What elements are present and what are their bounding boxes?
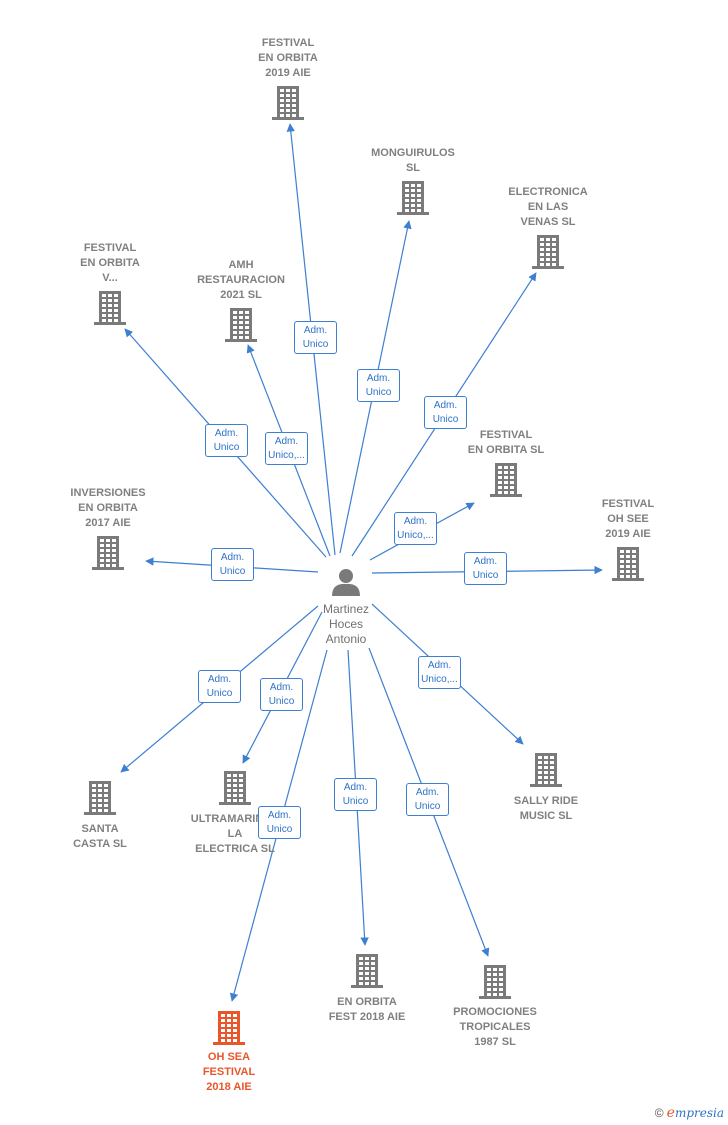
building-icon[interactable]: [272, 86, 304, 120]
role-badge-festival-orbita-v[interactable]: Adm. Unico: [205, 424, 248, 457]
building-icon[interactable]: [219, 771, 251, 805]
building-icon[interactable]: [84, 781, 116, 815]
role-badge-festival-oh-see[interactable]: Adm. Unico: [464, 552, 507, 585]
building-icon[interactable]: [94, 291, 126, 325]
role-badge-oh-sea-festival[interactable]: Adm. Unico: [258, 806, 301, 839]
role-badge-monguirulos[interactable]: Adm. Unico: [357, 369, 400, 402]
role-badge-sally-ride[interactable]: Adm. Unico,...: [418, 656, 461, 689]
role-badge-promociones-tropicales[interactable]: Adm. Unico: [406, 783, 449, 816]
center-person-label[interactable]: Martinez Hoces Antonio: [322, 602, 369, 646]
role-badge-ultramarinos[interactable]: Adm. Unico: [260, 678, 303, 711]
company-label-festival-oh-see[interactable]: FESTIVAL OH SEE 2019 AIE: [601, 498, 655, 540]
company-label-ultramarinos[interactable]: ULTRAMARINOS LA ELECTRICA SL: [190, 813, 280, 855]
role-badge-en-orbita-fest[interactable]: Adm. Unico: [334, 778, 377, 811]
person-icon[interactable]: [332, 569, 360, 596]
company-label-santa-casta[interactable]: SANTA CASTA SL: [73, 823, 127, 850]
role-badge-festival-orbita-2019[interactable]: Adm. Unico: [294, 321, 337, 354]
building-icon[interactable]: [351, 954, 383, 988]
building-icon[interactable]: [532, 235, 564, 269]
building-icon[interactable]: [225, 308, 257, 342]
company-label-oh-sea-festival[interactable]: OH SEA FESTIVAL 2018 AIE: [202, 1051, 256, 1093]
role-badge-santa-casta[interactable]: Adm. Unico: [198, 670, 241, 703]
building-icon[interactable]: [530, 753, 562, 787]
role-badge-amh-restauracion[interactable]: Adm. Unico,...: [265, 432, 308, 465]
company-label-monguirulos[interactable]: MONGUIRULOS SL: [371, 147, 455, 174]
company-label-sally-ride[interactable]: SALLY RIDE MUSIC SL: [513, 795, 579, 822]
company-label-amh-restauracion[interactable]: AMH RESTAURACION 2021 SL: [197, 259, 285, 301]
building-icon[interactable]: [612, 547, 644, 581]
building-icon[interactable]: [479, 965, 511, 999]
brand-initial: e: [666, 1105, 675, 1121]
role-badge-inversiones-orbita[interactable]: Adm. Unico: [211, 548, 254, 581]
company-label-electronica-venas[interactable]: ELECTRONICA EN LAS VENAS SL: [508, 186, 588, 228]
company-label-festival-orbita-2019[interactable]: FESTIVAL EN ORBITA 2019 AIE: [258, 37, 318, 79]
company-label-promociones-tropicales[interactable]: PROMOCIONES TROPICALES 1987 SL: [453, 1006, 537, 1048]
icons-layer: [84, 86, 644, 1045]
building-icon[interactable]: [213, 1011, 245, 1045]
building-icon[interactable]: [490, 463, 522, 497]
brand-name: mpresia: [674, 1106, 724, 1120]
footer-brand: ©empresia: [655, 1105, 724, 1121]
role-badge-electronica-venas[interactable]: Adm. Unico: [424, 396, 467, 429]
company-label-festival-orbita-sl[interactable]: FESTIVAL EN ORBITA SL: [467, 429, 545, 456]
role-badge-festival-orbita-sl[interactable]: Adm. Unico,...: [394, 512, 437, 545]
building-icon[interactable]: [92, 536, 124, 570]
company-label-en-orbita-fest[interactable]: EN ORBITA FEST 2018 AIE: [328, 996, 406, 1023]
company-label-inversiones-orbita[interactable]: INVERSIONES EN ORBITA 2017 AIE: [70, 487, 146, 529]
building-icon[interactable]: [397, 181, 429, 215]
company-label-festival-orbita-v[interactable]: FESTIVAL EN ORBITA V...: [80, 242, 140, 284]
edges-layer: [120, 123, 603, 1002]
copyright-symbol: ©: [654, 1106, 664, 1120]
